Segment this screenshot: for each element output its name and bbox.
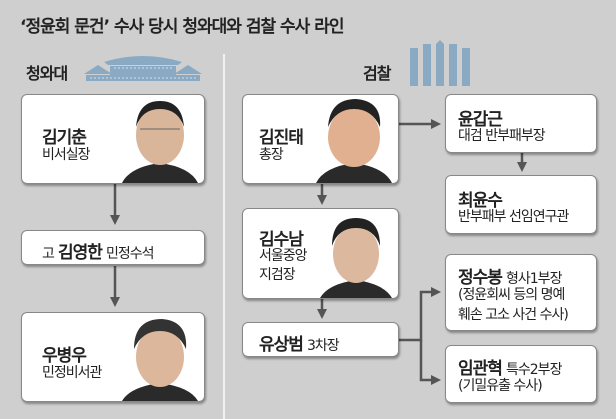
page-title: ‘정윤회 문건’ 수사 당시 청와대와 검찰 수사 라인 [20, 17, 345, 37]
person-name: 김기춘 [42, 128, 87, 148]
person-name: 최윤수 [458, 191, 503, 211]
person-role: 민정수석 [106, 246, 155, 262]
person-name: 정수봉 [458, 268, 503, 288]
person-role: 서울중앙 [259, 248, 308, 264]
person-photo [122, 319, 198, 401]
person-note: 훼손 고소 사건 수사) [458, 307, 569, 323]
person-name: 김영한 [57, 243, 103, 263]
person-name: 유상범 [259, 335, 304, 355]
person-name: 임관혁 [458, 359, 503, 379]
person-card-yoon-gap-geun: 윤갑근 대검 반부패부장 [445, 94, 597, 153]
person-prefix: 고 [42, 246, 55, 262]
person-name: 우병우 [42, 346, 87, 366]
person-photo [122, 101, 198, 183]
prosecution-label: 검찰 [363, 64, 391, 83]
person-role: 반부패부 선임연구관 [458, 209, 569, 225]
person-name: 김진태 [259, 128, 304, 148]
person-card-kim-young-han: 고 김영한 민정수석 [21, 230, 205, 265]
person-card-lim-kwan-hyuk: 임관혁 특수2부장 (기밀유출 수사) [445, 345, 597, 403]
person-role: 지검장 [259, 267, 296, 283]
person-name: 김수남 [259, 230, 304, 250]
person-card-kim-ki-choon: 김기춘 비서실장 [21, 94, 205, 184]
person-role: 대검 반부패부장 [458, 128, 546, 144]
person-role: 형사1부장 [506, 271, 562, 287]
person-note: (기밀유출 수사) [458, 378, 543, 394]
person-role: 특수2부장 [506, 362, 562, 378]
person-card-kim-jin-tae: 김진태 총장 [242, 94, 399, 184]
person-photo [316, 99, 392, 183]
person-photo [320, 218, 392, 298]
person-card-jung-soo-bong: 정수봉 형사1부장 (정윤회씨 등의 명예 훼손 고소 사건 수사) [445, 254, 597, 331]
person-card-choi-yoon-soo: 최윤수 반부패부 선임연구관 [445, 175, 597, 234]
prosecution-pillars-icon [410, 40, 470, 86]
blue-house-icon [84, 56, 202, 81]
person-card-woo-byung-woo: 우병우 민정비서관 [21, 312, 205, 402]
person-card-yoo-sang-beom: 유상범 3차장 [242, 322, 399, 357]
person-role: 비서실장 [42, 147, 91, 163]
person-role: 3차장 [307, 338, 340, 354]
person-role: 총장 [259, 147, 284, 163]
column-divider [223, 54, 225, 419]
blue-house-label: 청와대 [26, 64, 68, 83]
person-card-kim-soo-nam: 김수남 서울중앙 지검장 [242, 208, 399, 299]
person-note: (정윤회씨 등의 명예 [458, 287, 565, 303]
person-name: 윤갑근 [458, 110, 503, 130]
person-role: 민정비서관 [42, 365, 102, 381]
